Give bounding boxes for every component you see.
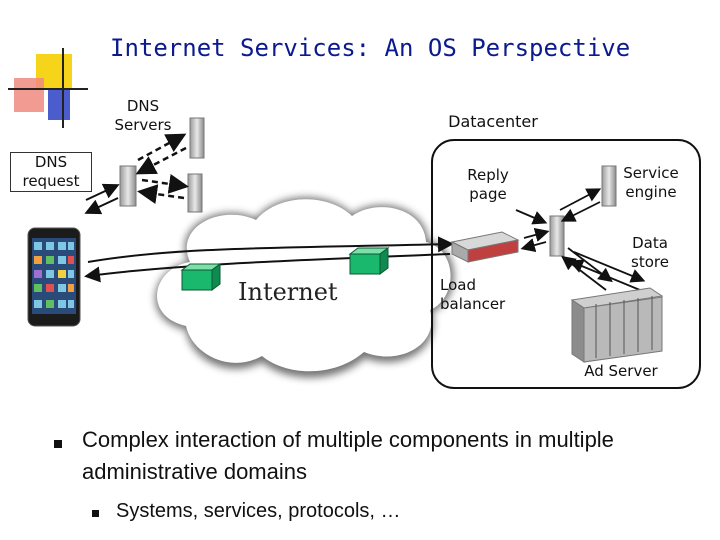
service-engine-server-icon <box>549 165 617 257</box>
router-icon <box>180 247 390 291</box>
dns-arrows <box>135 133 189 205</box>
service-engine-label: Service engine <box>623 164 679 201</box>
ad-server-label: Ad Server <box>584 362 658 380</box>
deco-blue-square <box>48 90 70 120</box>
internet-label: Internet <box>238 278 338 306</box>
load-balancer-icon <box>450 231 520 263</box>
dns-request-label: DNS request <box>10 152 92 192</box>
dns-servers-label: DNS Servers <box>114 97 172 134</box>
internet-path-arrows <box>84 236 454 283</box>
corner-decoration <box>8 48 88 128</box>
data-store-label: Data store <box>631 234 669 271</box>
deco-horizontal-line <box>8 88 88 90</box>
dns-server-icon <box>119 117 205 213</box>
datacenter-arrows <box>515 188 646 291</box>
datacenter-label: Datacenter <box>448 112 538 131</box>
dns-request-arrows <box>84 183 120 215</box>
main-bullet-marker <box>54 440 62 448</box>
deco-red-square <box>14 78 44 112</box>
slide-title: Internet Services: An OS Perspective <box>110 34 631 62</box>
network-diagram <box>27 117 701 389</box>
sub-bullet-text: Systems, services, protocols, … <box>116 500 401 522</box>
internet-cloud <box>155 197 455 378</box>
ad-server-rack-icon <box>570 287 664 363</box>
reply-page-label: Reply page <box>467 166 509 203</box>
datacenter-box <box>431 139 701 389</box>
main-bullet-text: Complex interaction of multiple componen… <box>82 427 614 484</box>
sub-bullet-marker <box>92 510 99 517</box>
load-balancer-label: Load balancer <box>440 276 506 313</box>
phone-icon <box>27 227 81 327</box>
